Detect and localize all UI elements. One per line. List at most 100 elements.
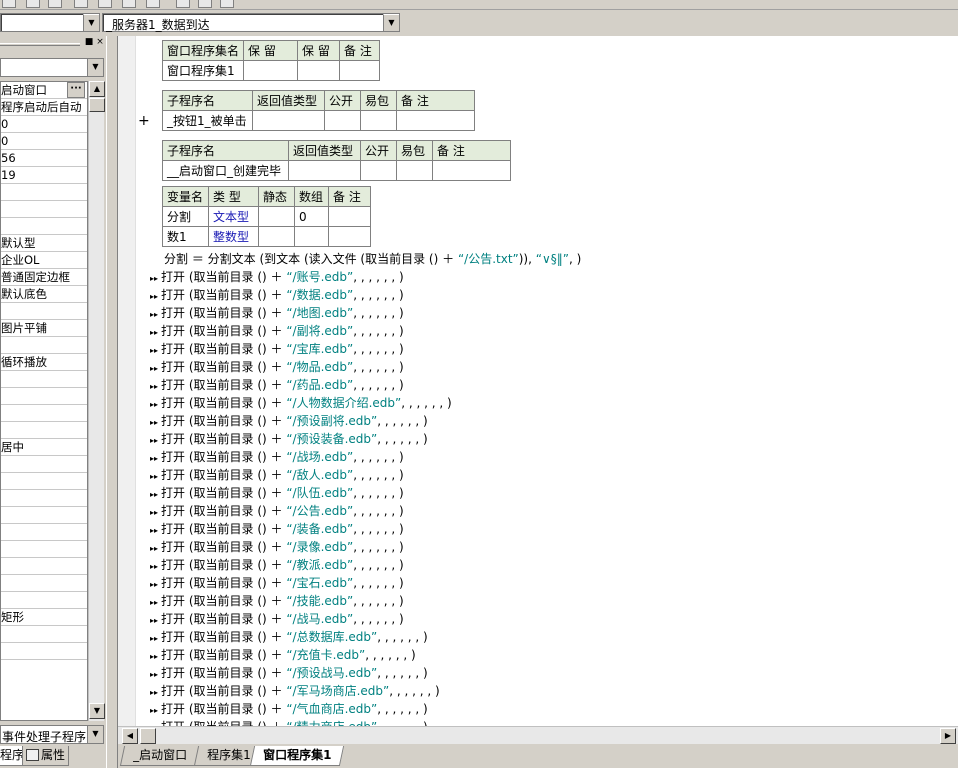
code-line[interactable]: ▸▸打开 (取当前目录 () ＋ “/药品.edb”, , , , , , ) (150, 376, 404, 394)
table-cell[interactable]: 分割 (162, 206, 209, 227)
object-select[interactable]: ▼ (0, 13, 100, 32)
property-row[interactable] (1, 490, 87, 507)
property-row[interactable] (1, 558, 87, 575)
table-cell[interactable] (396, 110, 475, 131)
toolbar-button-icon[interactable] (122, 0, 136, 8)
table-cell[interactable]: 0 (294, 206, 329, 227)
property-row[interactable] (1, 337, 87, 354)
code-line[interactable]: ▸▸打开 (取当前目录 () ＋ “/录像.edb”, , , , , , ) (150, 538, 404, 556)
scroll-down-icon[interactable]: ▼ (89, 703, 105, 719)
code-line[interactable]: ▸▸打开 (取当前目录 () ＋ “/技能.edb”, , , , , , ) (150, 592, 404, 610)
property-row[interactable] (1, 422, 87, 439)
code-line[interactable]: ▸▸打开 (取当前目录 () ＋ “/军马场商店.edb”, , , , , ,… (150, 682, 440, 700)
table-cell[interactable]: 数1 (162, 226, 209, 247)
chevron-down-icon[interactable]: ▼ (383, 14, 399, 31)
table-cell[interactable] (339, 60, 381, 81)
property-row[interactable] (1, 405, 87, 422)
property-row[interactable]: 0 (1, 133, 87, 150)
toolbar-button-icon[interactable] (146, 0, 160, 8)
code-line[interactable]: ▸▸打开 (取当前目录 () ＋ “/人物数据介绍.edb”, , , , , … (150, 394, 452, 412)
panel-grip[interactable] (0, 43, 80, 46)
table-cell[interactable]: 文本型 (208, 206, 259, 227)
table-cell[interactable] (360, 110, 397, 131)
scroll-up-icon[interactable]: ▲ (89, 81, 105, 97)
property-row[interactable] (1, 371, 87, 388)
code-line[interactable]: ▸▸打开 (取当前目录 () ＋ “/充值卡.edb”, , , , , , ) (150, 646, 416, 664)
property-row[interactable]: 默认底色 (1, 286, 87, 303)
property-row[interactable]: 图片平铺 (1, 320, 87, 337)
code-line[interactable]: ▸▸打开 (取当前目录 () ＋ “/账号.edb”, , , , , , ) (150, 268, 404, 286)
tab-program[interactable]: 程序 (0, 746, 29, 766)
toolbar-button-icon[interactable] (2, 0, 16, 8)
toolbar-button-icon[interactable] (48, 0, 62, 8)
chevron-down-icon[interactable]: ▼ (87, 726, 103, 743)
table-cell[interactable]: 窗口程序集1 (161, 60, 245, 81)
property-row[interactable] (1, 541, 87, 558)
event-handler-select[interactable]: 事件处理子程序 ▼ (0, 725, 104, 744)
panel-splitter[interactable] (106, 36, 118, 768)
scroll-right-icon[interactable]: ▶ (940, 728, 956, 744)
property-row[interactable]: 居中 (1, 439, 87, 456)
code-line[interactable]: ▸▸打开 (取当前目录 () ＋ “/宝库.edb”, , , , , , ) (150, 340, 404, 358)
property-row[interactable] (1, 626, 87, 643)
event-select[interactable]: _服务器1_数据到达 ▼ (102, 13, 400, 32)
table-cell[interactable] (252, 110, 325, 131)
property-row[interactable] (1, 575, 87, 592)
code-line[interactable]: ▸▸打开 (取当前目录 () ＋ “/宝石.edb”, , , , , , ) (150, 574, 404, 592)
code-line[interactable]: ▸▸打开 (取当前目录 () ＋ “/公告.edb”, , , , , , ) (150, 502, 404, 520)
table-cell[interactable] (360, 160, 397, 181)
chevron-down-icon[interactable]: ▼ (83, 14, 99, 31)
table-cell[interactable] (396, 160, 433, 181)
code-line[interactable]: ▸▸打开 (取当前目录 () ＋ “/教派.edb”, , , , , , ) (150, 556, 404, 574)
code-line[interactable]: ▸▸打开 (取当前目录 () ＋ “/气血商店.edb”, , , , , , … (150, 700, 428, 718)
maximize-icon[interactable]: ■ (84, 37, 94, 47)
table-cell[interactable]: _按钮1_被单击 (162, 110, 253, 131)
property-row[interactable] (1, 201, 87, 218)
scroll-left-icon[interactable]: ◀ (122, 728, 138, 744)
code-line[interactable]: ▸▸打开 (取当前目录 () ＋ “/战马.edb”, , , , , , ) (150, 610, 404, 628)
table-cell[interactable]: 整数型 (208, 226, 259, 247)
property-row[interactable]: 普通固定边框 (1, 269, 87, 286)
property-row[interactable]: 循环播放 (1, 354, 87, 371)
property-row[interactable]: 默认型 (1, 235, 87, 252)
table-cell[interactable]: __启动窗口_创建完毕 (162, 160, 289, 181)
code-line[interactable]: ▸▸打开 (取当前目录 () ＋ “/队伍.edb”, , , , , , ) (150, 484, 404, 502)
code-line[interactable]: ▸▸打开 (取当前目录 () ＋ “/预设战马.edb”, , , , , , … (150, 664, 428, 682)
toolbar-button-icon[interactable] (198, 0, 212, 8)
horizontal-scrollbar[interactable]: ◀ ▶ (118, 726, 958, 744)
code-line[interactable]: ▸▸打开 (取当前目录 () ＋ “/战场.edb”, , , , , , ) (150, 448, 404, 466)
code-line[interactable]: ▸▸打开 (取当前目录 () ＋ “/物品.edb”, , , , , , ) (150, 358, 404, 376)
scroll-thumb[interactable] (140, 728, 156, 744)
property-row[interactable]: 56 (1, 150, 87, 167)
property-row[interactable] (1, 184, 87, 201)
code-line[interactable]: ▸▸打开 (取当前目录 () ＋ “/敌人.edb”, , , , , , ) (150, 466, 404, 484)
code-editor[interactable]: 窗口程序集名 保 留 保 留 备 注 窗口程序集1 + 子程序名 返回值类型 公… (118, 36, 958, 726)
component-select[interactable]: ▼ (0, 58, 104, 77)
property-row[interactable] (1, 473, 87, 490)
table-cell[interactable] (258, 226, 295, 247)
property-row[interactable] (1, 388, 87, 405)
property-row[interactable] (1, 303, 87, 320)
property-row[interactable] (1, 643, 87, 660)
property-row[interactable]: 启动窗口 (1, 82, 87, 99)
tab-window-assembly1[interactable]: 窗口程序集1 (249, 746, 345, 766)
toolbar-button-icon[interactable] (220, 0, 234, 8)
close-icon[interactable]: × (96, 37, 104, 47)
table-cell[interactable] (324, 110, 361, 131)
property-row[interactable] (1, 456, 87, 473)
tab-properties[interactable]: 属性 (22, 746, 70, 766)
scroll-thumb[interactable] (89, 98, 105, 112)
ellipsis-button[interactable]: ··· (67, 82, 85, 98)
code-line[interactable]: ▸▸打开 (取当前目录 () ＋ “/数据.edb”, , , , , , ) (150, 286, 404, 304)
code-line[interactable]: ▸▸打开 (取当前目录 () ＋ “/总数据库.edb”, , , , , , … (150, 628, 428, 646)
toolbar-button-icon[interactable] (98, 0, 112, 8)
property-row[interactable]: 企业OL (1, 252, 87, 269)
toolbar-button-icon[interactable] (176, 0, 190, 8)
code-line[interactable]: ▸▸打开 (取当前目录 () ＋ “/预设装备.edb”, , , , , , … (150, 430, 428, 448)
tab-startup-window[interactable]: _启动窗口 (119, 746, 201, 766)
property-row[interactable]: 0 (1, 116, 87, 133)
table-cell[interactable] (294, 226, 329, 247)
code-line[interactable]: ▸▸打开 (取当前目录 () ＋ “/预设副将.edb”, , , , , , … (150, 412, 428, 430)
code-line[interactable]: ▸▸打开 (取当前目录 () ＋ “/地图.edb”, , , , , , ) (150, 304, 404, 322)
code-line[interactable]: ▸▸打开 (取当前目录 () ＋ “/精力商店.edb”, , , , , , … (150, 718, 428, 726)
